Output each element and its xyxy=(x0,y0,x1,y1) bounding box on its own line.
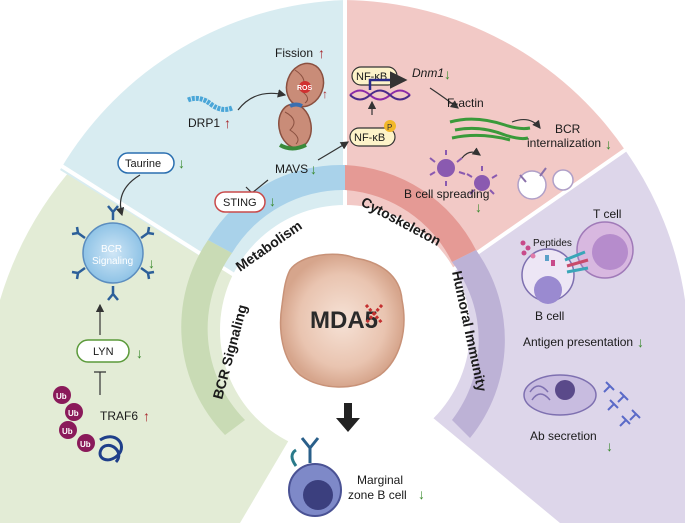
factin-filaments xyxy=(449,117,531,142)
fission-label: Fission xyxy=(275,46,313,60)
internalization-cell xyxy=(517,167,574,200)
antibodies-icon xyxy=(603,381,641,427)
lyn-pill xyxy=(76,339,130,363)
ros-up-arrow: ↑ xyxy=(322,87,328,101)
b-cell-spreading-label: B cell spreading xyxy=(404,187,489,201)
drp1-up-arrow: ↑ xyxy=(224,115,231,131)
mda5-knockout-mark xyxy=(364,304,384,324)
drp1-chain xyxy=(187,95,233,112)
traf6-label: TRAF6 xyxy=(100,409,138,423)
mda5-cell: MDA5 xyxy=(279,253,405,388)
bcr-internalization-label-1: BCR xyxy=(555,122,581,136)
phospho-label: P xyxy=(387,123,392,132)
ub-4: Ub xyxy=(80,440,91,449)
b-cell-apc xyxy=(521,248,575,304)
dna-helix xyxy=(349,71,411,101)
antigen-presentation-down-arrow: ↓ xyxy=(637,334,644,350)
dnm1-down-arrow: ↓ xyxy=(444,66,451,82)
marginal-zone-label-2: zone B cell xyxy=(348,488,407,502)
ab-secretion-down-arrow: ↓ xyxy=(606,438,613,454)
spreading-cell-2 xyxy=(466,166,498,195)
peptides-label: Peptides xyxy=(533,238,572,249)
lyn-down-arrow: ↓ xyxy=(136,345,143,361)
factin-label: F-actin xyxy=(447,96,484,110)
mitochondrion-top xyxy=(285,62,325,108)
ub-3: Ub xyxy=(62,427,73,436)
band-humoral xyxy=(452,250,505,438)
tcr-mhc-link xyxy=(564,250,589,274)
ub-2: Ub xyxy=(68,409,79,418)
marginal-down-arrow: ↓ xyxy=(418,486,425,502)
bcr-node-label-1: BCR xyxy=(101,244,122,255)
bcr-node-label-2: Signaling xyxy=(92,256,133,267)
sting-down-arrow: ↓ xyxy=(269,193,276,209)
antigen-presentation-label: Antigen presentation xyxy=(523,335,633,349)
sting-label: STING xyxy=(223,197,257,209)
ubiquitin-chain: Ub Ub Ub Ub xyxy=(53,386,123,464)
b-cell-spreading-down-arrow: ↓ xyxy=(475,199,482,215)
mavs-label: MAVS xyxy=(275,162,308,176)
bcr-signaling-node xyxy=(71,205,155,301)
band-metabolism xyxy=(208,164,345,253)
taurine-down-arrow: ↓ xyxy=(178,155,185,171)
dnm1-label: Dnm1 xyxy=(412,66,444,80)
bcr-down-arrow: ↓ xyxy=(148,255,155,271)
marginal-zone-b-cell xyxy=(288,437,342,517)
t-cell xyxy=(576,221,634,279)
traf6-up-arrow: ↑ xyxy=(143,408,150,424)
ab-secretion-label: Ab secretion xyxy=(530,429,597,443)
fission-up-arrow: ↑ xyxy=(318,45,325,61)
bcr-internalization-label-2: internalization xyxy=(527,136,601,150)
lyn-label: LYN xyxy=(93,346,114,358)
mavs-down-arrow: ↓ xyxy=(310,161,317,177)
center-down-arrow xyxy=(336,403,360,432)
bcr-internalization-down-arrow: ↓ xyxy=(605,136,612,152)
t-cell-label: T cell xyxy=(593,207,621,221)
spreading-cell-1 xyxy=(429,150,466,186)
sting-pill xyxy=(214,191,266,213)
nfkb-p-label: NF-κB xyxy=(354,132,385,144)
ub-1: Ub xyxy=(56,392,67,401)
b-cell-label: B cell xyxy=(535,309,564,323)
phospho-badge xyxy=(384,120,396,132)
taurine-pill xyxy=(117,152,175,174)
band-bcr xyxy=(181,240,245,435)
band-cytoskeleton xyxy=(345,165,476,262)
ros-label: ROS xyxy=(297,85,313,92)
plasma-cell xyxy=(523,374,597,416)
drp1-label: DRP1 xyxy=(188,116,220,130)
peptides-icon xyxy=(520,240,536,259)
marginal-zone-label-1: Marginal xyxy=(357,473,403,487)
taurine-label: Taurine xyxy=(125,158,161,170)
nfkb-p-pill xyxy=(349,127,396,147)
